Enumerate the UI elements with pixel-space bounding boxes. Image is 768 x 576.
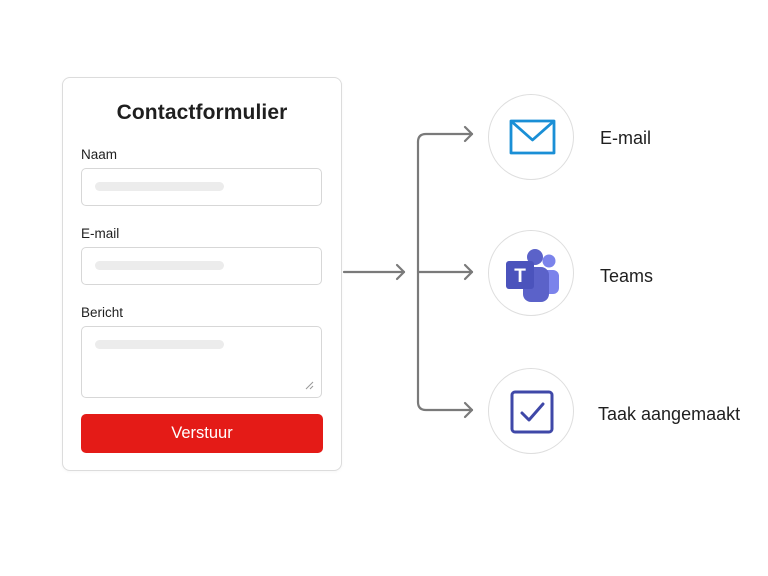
teams-icon: T: [506, 249, 559, 302]
message-label: Bericht: [81, 305, 124, 320]
email-placeholder: [95, 261, 224, 270]
teams-destination-circle: T: [488, 230, 574, 316]
arrowhead-task: [463, 401, 474, 419]
branch-line-task: [416, 400, 474, 412]
resize-handle-icon[interactable]: [304, 380, 314, 390]
email-input[interactable]: [81, 247, 322, 285]
email-destination-label: E-mail: [600, 128, 652, 148]
svg-text:T: T: [514, 266, 526, 287]
router-arrowhead: [395, 263, 406, 281]
name-label: Naam: [81, 147, 118, 162]
teams-destination-label: Teams: [600, 266, 654, 286]
form-title: Contactformulier: [116, 101, 288, 124]
message-textarea[interactable]: [81, 326, 322, 398]
task-destination-circle: [488, 368, 574, 454]
submit-button[interactable]: Verstuur: [81, 414, 323, 453]
message-placeholder: [95, 340, 224, 349]
branch-line-email: [416, 132, 474, 144]
mail-icon: [509, 119, 556, 155]
name-input[interactable]: [81, 168, 322, 206]
arrowhead-teams: [463, 263, 474, 281]
name-placeholder: [95, 182, 224, 191]
arrowhead-email: [463, 125, 474, 143]
task-destination-label: Taak aangemaakt: [598, 404, 741, 424]
email-label: E-mail: [81, 226, 120, 241]
task-check-icon: [510, 390, 554, 434]
email-destination-circle: [488, 94, 574, 180]
